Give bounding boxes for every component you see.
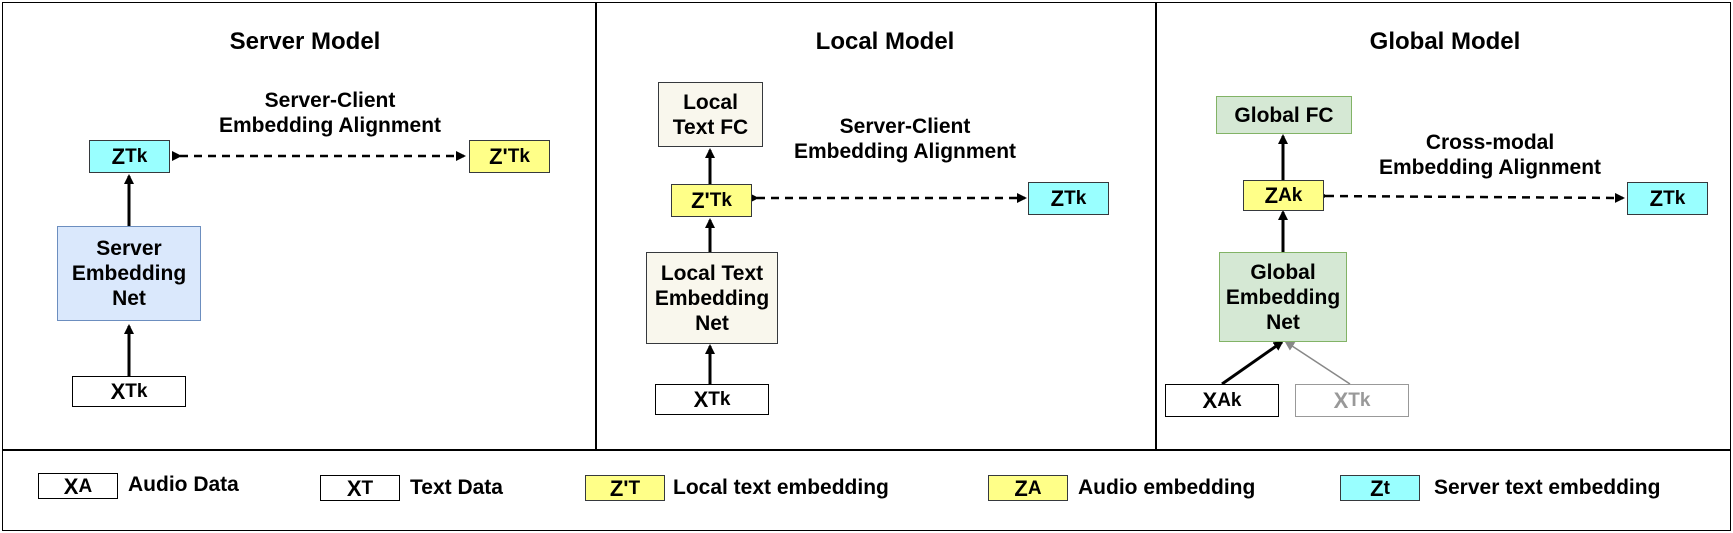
global-model-title: Global Model [1369,28,1521,55]
local-alignment-label: Server-Client Embedding Alignment [793,115,1017,163]
local-model-title: Local Model [815,28,955,55]
panel-local [595,2,1157,451]
arrow-global-xt [1284,340,1351,385]
global-alignment-label: Cross-modal Embedding Alignment [1378,131,1602,179]
legend-audio-data-label: Audio Data [128,473,239,496]
legend-text-data-label: Text Data [410,476,503,499]
legend-audio-embedding-label: Audio embedding [1078,476,1256,499]
legend-zpt-swatch: Z'T [585,475,665,501]
global-embedding-net: Global Embedding Net [1219,252,1347,342]
panel-server [2,2,597,451]
server-model-title: Server Model [229,28,381,55]
local-text-embedding-net: Local Text Embedding Net [646,252,778,344]
arrow-global-xa [1221,340,1284,386]
legend-server-text-embedding-label: Server text embedding [1434,476,1661,499]
server-alignment-label: Server-Client Embedding Alignment [218,89,442,137]
legend-local-text-embedding-label: Local text embedding [673,476,889,499]
legend-panel [2,449,1731,531]
panel-global [1155,2,1731,451]
server-embedding-net: Server Embedding Net [57,226,201,321]
arrow-global-alignment [1317,190,1625,203]
global-fc: Global FC [1216,96,1352,134]
local-text-fc: Local Text FC [658,82,763,147]
